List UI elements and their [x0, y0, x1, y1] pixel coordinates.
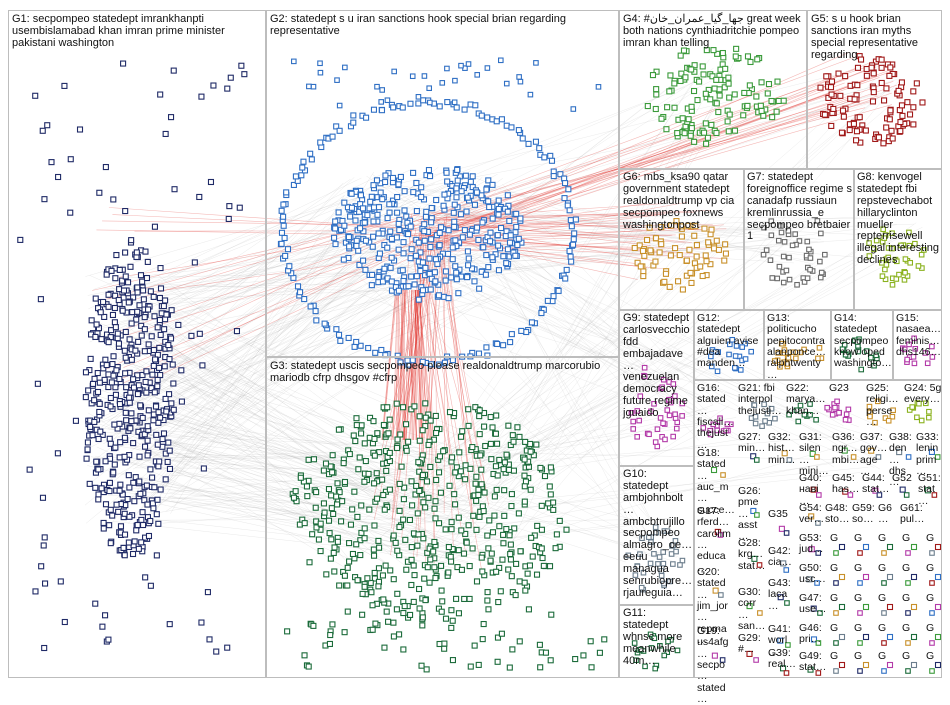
panel-g4: [619, 10, 807, 169]
panel-g11: [619, 605, 694, 678]
panel-g2: [266, 10, 619, 357]
panel-g15: [893, 310, 942, 380]
panel-g6: [619, 169, 744, 310]
panel-g1: [8, 10, 266, 678]
panel-g9: [619, 310, 694, 466]
panel-g3: [266, 357, 619, 678]
panel-small-grid: [694, 380, 942, 678]
panel-g12: [694, 310, 764, 380]
panel-g14: [831, 310, 893, 380]
panel-g13: [764, 310, 831, 380]
panel-g8: [854, 169, 942, 310]
panel-g10: [619, 466, 694, 605]
panel-g7: [744, 169, 854, 310]
panel-g5: [807, 10, 942, 169]
